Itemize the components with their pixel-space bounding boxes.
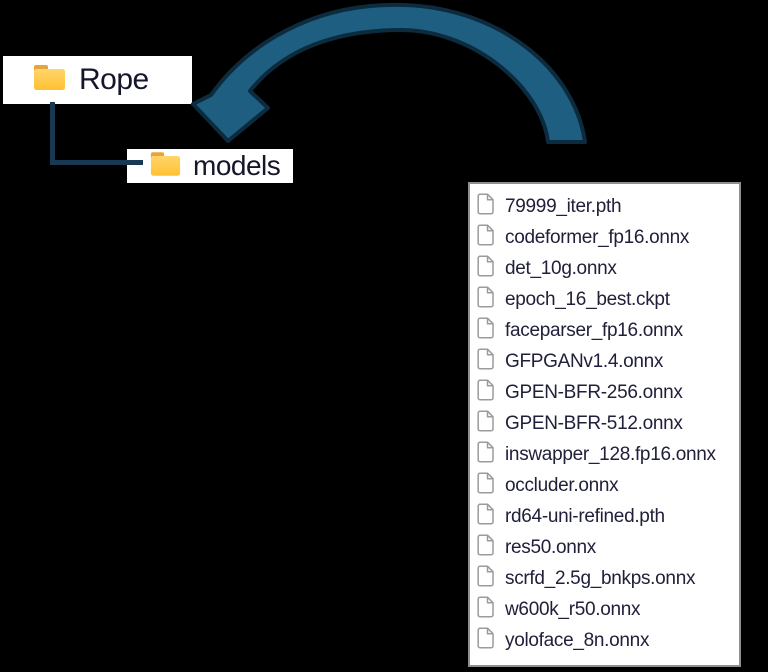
file-name: GPEN-BFR-512.onnx (505, 412, 683, 434)
document-icon (477, 565, 495, 592)
curved-arrow-shape (191, 2, 587, 144)
file-row[interactable]: GFPGANv1.4.onnx (477, 346, 735, 377)
file-row[interactable]: scrfd_2.5g_bnkps.onnx (477, 563, 735, 594)
file-name: det_10g.onnx (505, 257, 617, 279)
file-row[interactable]: res50.onnx (477, 532, 735, 563)
file-row[interactable]: occluder.onnx (477, 470, 735, 501)
file-name: GFPGANv1.4.onnx (505, 350, 664, 372)
parent-folder-label: Rope (79, 63, 149, 96)
document-icon (477, 286, 495, 313)
file-name: occluder.onnx (505, 474, 619, 496)
document-icon (477, 317, 495, 344)
folder-icon (150, 150, 181, 183)
file-row[interactable]: det_10g.onnx (477, 253, 735, 284)
tree-connector-vertical (50, 102, 55, 165)
file-row[interactable]: GPEN-BFR-256.onnx (477, 377, 735, 408)
file-row[interactable]: faceparser_fp16.onnx (477, 315, 735, 346)
file-row[interactable]: rd64-uni-refined.pth (477, 501, 735, 532)
document-icon (477, 503, 495, 530)
file-name: 79999_iter.pth (505, 195, 622, 217)
document-icon (477, 348, 495, 375)
file-name: res50.onnx (505, 536, 597, 558)
parent-folder-item[interactable]: Rope (3, 56, 192, 104)
file-list: 79999_iter.pth codeformer_fp16.onnx det_… (477, 191, 735, 656)
file-row[interactable]: codeformer_fp16.onnx (477, 222, 735, 253)
file-row[interactable]: epoch_16_best.ckpt (477, 284, 735, 315)
document-icon (477, 193, 495, 220)
document-icon (477, 410, 495, 437)
file-panel: 79999_iter.pth codeformer_fp16.onnx det_… (468, 182, 741, 667)
file-row[interactable]: w600k_r50.onnx (477, 594, 735, 625)
document-icon (477, 534, 495, 561)
document-icon (477, 379, 495, 406)
file-name: scrfd_2.5g_bnkps.onnx (505, 567, 696, 589)
file-name: epoch_16_best.ckpt (505, 288, 670, 310)
file-name: faceparser_fp16.onnx (505, 319, 683, 341)
file-name: inswapper_128.fp16.onnx (505, 443, 716, 465)
file-row[interactable]: GPEN-BFR-512.onnx (477, 408, 735, 439)
child-folder-item[interactable]: models (127, 149, 293, 183)
file-name: codeformer_fp16.onnx (505, 226, 690, 248)
child-folder-label: models (193, 150, 281, 181)
folder-icon (33, 63, 66, 97)
document-icon (477, 472, 495, 499)
file-row[interactable]: yoloface_8n.onnx (477, 625, 735, 656)
document-icon (477, 255, 495, 282)
tree-connector-horizontal (50, 160, 143, 165)
document-icon (477, 441, 495, 468)
file-name: yoloface_8n.onnx (505, 629, 650, 651)
file-name: w600k_r50.onnx (505, 598, 641, 620)
file-row[interactable]: 79999_iter.pth (477, 191, 735, 222)
document-icon (477, 224, 495, 251)
file-name: GPEN-BFR-256.onnx (505, 381, 683, 403)
file-name: rd64-uni-refined.pth (505, 505, 665, 527)
document-icon (477, 627, 495, 654)
file-row[interactable]: inswapper_128.fp16.onnx (477, 439, 735, 470)
document-icon (477, 596, 495, 623)
